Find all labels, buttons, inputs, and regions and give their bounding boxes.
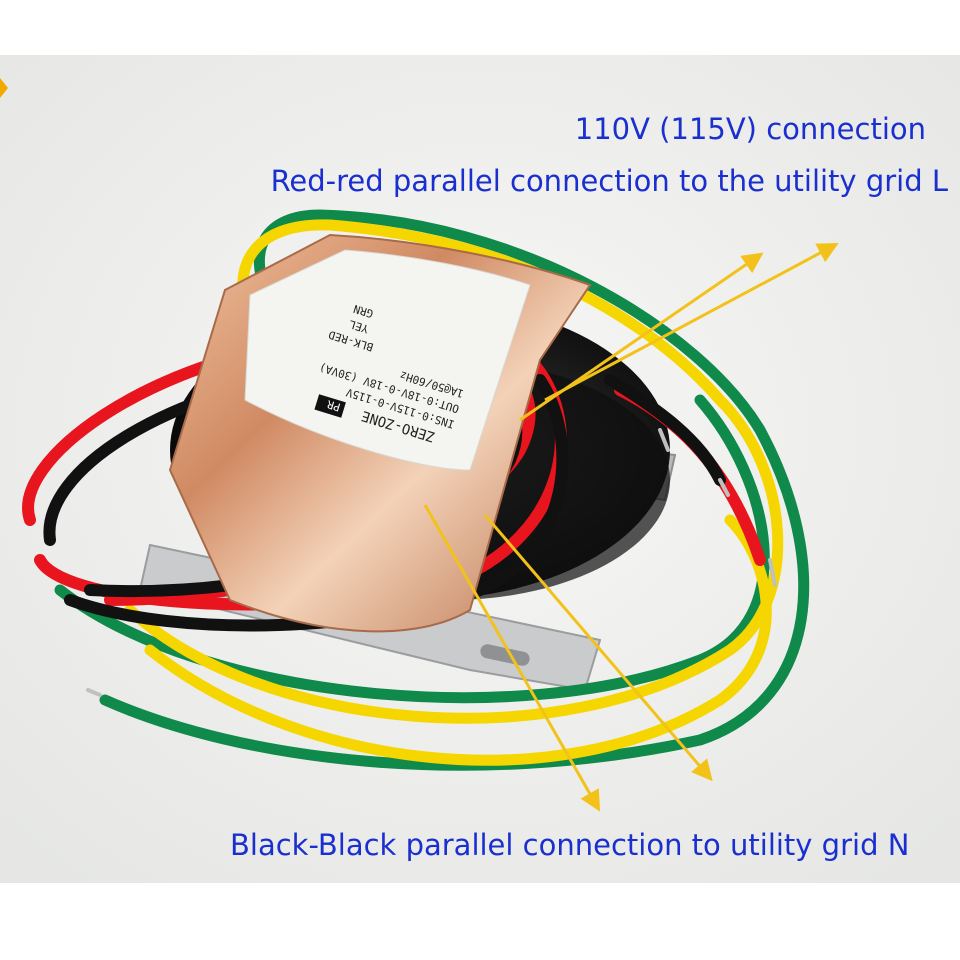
label-line-5: YEL xyxy=(347,317,370,335)
caption-black-connection: Black-Black parallel connection to utili… xyxy=(230,828,910,862)
wire-tips xyxy=(86,428,777,697)
edge-mark xyxy=(0,78,8,98)
label-badge-bg xyxy=(314,394,346,418)
white-label xyxy=(244,249,531,471)
label-line-6: GRN xyxy=(352,302,375,320)
caption-voltage: 110V (115V) connection xyxy=(574,112,926,146)
arrow-black-1 xyxy=(423,504,601,812)
arrow-red-2 xyxy=(544,243,839,402)
label-badge: PR xyxy=(325,397,342,413)
caption-red-connection: Red-red parallel connection to the utili… xyxy=(270,164,948,198)
arrow-black-2 xyxy=(483,514,713,782)
yellow-wires xyxy=(124,219,784,766)
annotation-arrows xyxy=(423,243,839,812)
bracket-slot xyxy=(480,644,530,666)
